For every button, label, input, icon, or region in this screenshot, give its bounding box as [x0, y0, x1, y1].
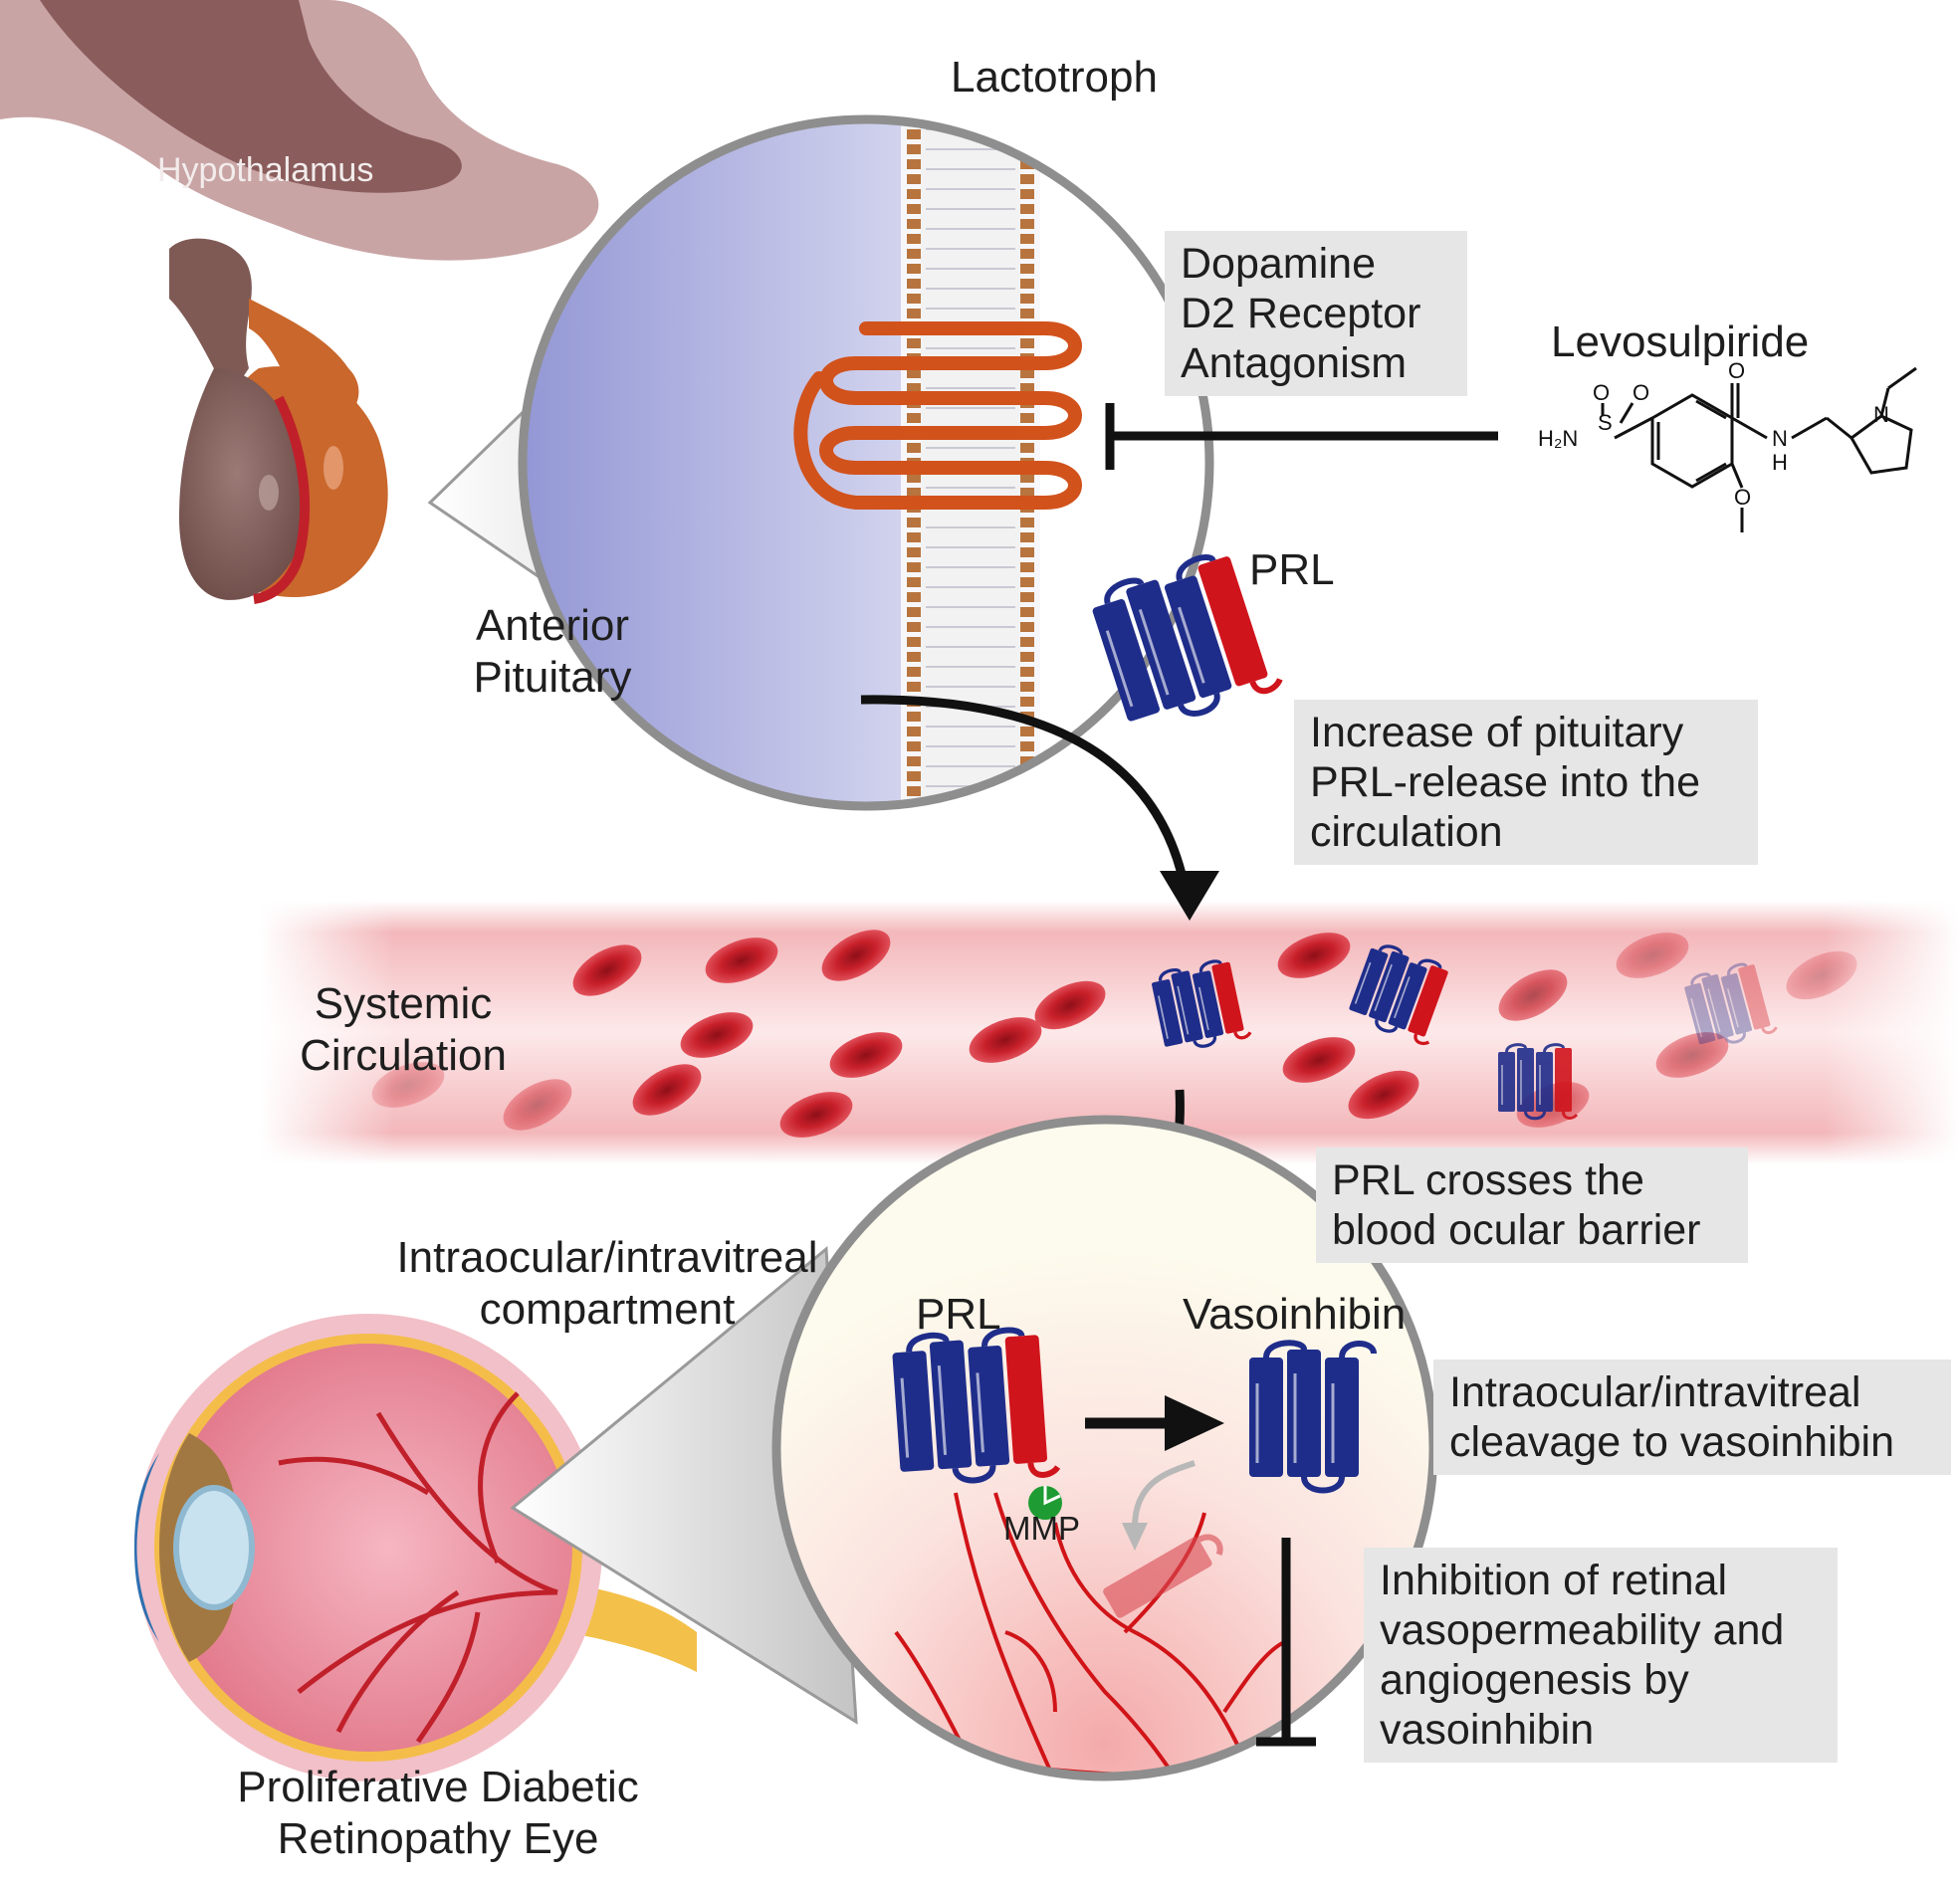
- release-box-line-2: PRL-release into the: [1310, 758, 1700, 806]
- atom-h2n: H₂N: [1538, 426, 1578, 451]
- vasoinhibin-protein: [1249, 1343, 1374, 1490]
- atom-o2: O: [1633, 380, 1649, 405]
- levosulpiride-structure: [1601, 366, 1917, 532]
- intraocular-circle: [771, 1115, 1438, 1781]
- atom-o-methoxy: O: [1734, 485, 1751, 510]
- eye-illustration: [134, 1314, 697, 1781]
- intraocular-compartment-line-1: Intraocular/intravitreal: [396, 1233, 818, 1282]
- hypothalamus-illustration: [0, 0, 599, 604]
- eye-label-line-1: Proliferative Diabetic: [237, 1763, 639, 1811]
- release-box-line-1: Increase of pituitary: [1310, 709, 1684, 756]
- atom-h-amide: H: [1772, 450, 1788, 475]
- cleavage-box: Intraocular/intravitreal cleavage to vas…: [1433, 1360, 1951, 1475]
- d2-receptor: [793, 321, 1082, 510]
- atom-s: S: [1598, 410, 1613, 435]
- d2-antagonism-box: Dopamine D2 Receptor Antagonism: [1165, 231, 1467, 396]
- d2-box-line-1: Dopamine: [1181, 240, 1376, 288]
- barrier-box-line-1: PRL crosses the: [1332, 1156, 1644, 1204]
- barrier-box: PRL crosses the blood ocular barrier: [1316, 1148, 1748, 1263]
- cleavage-box-line-1: Intraocular/intravitreal: [1449, 1368, 1861, 1416]
- levosulpiride-label: Levosulpiride: [1551, 317, 1810, 366]
- anterior-pituitary-line-1: Anterior: [475, 601, 630, 650]
- intraocular-compartment-label: Intraocular/intravitreal compartment: [373, 1232, 841, 1336]
- release-arrowhead: [1160, 871, 1219, 921]
- anterior-pituitary-line-2: Pituitary: [473, 653, 632, 702]
- blood-vessel: [259, 901, 1960, 1164]
- systemic-circulation-line-1: Systemic: [314, 979, 493, 1028]
- atom-o-amide: O: [1728, 358, 1745, 383]
- fragment-arrow: [1132, 1460, 1196, 1529]
- atom-o1: O: [1593, 380, 1610, 405]
- d2-box-line-2: D2 Receptor: [1181, 290, 1421, 337]
- barrier-box-line-2: blood ocular barrier: [1332, 1206, 1701, 1254]
- systemic-circulation-line-2: Circulation: [300, 1031, 507, 1080]
- levosulpiride-inhibition: [1105, 403, 1498, 470]
- inhibition-box-line-2: vasopermeability and: [1380, 1606, 1785, 1654]
- inhibition-box: Inhibition of retinal vasopermeability a…: [1364, 1548, 1838, 1763]
- hypothalamus-label: Hypothalamus: [157, 151, 374, 189]
- atom-n-amide: N: [1772, 426, 1788, 451]
- anterior-pituitary-label: Anterior Pituitary: [453, 600, 652, 704]
- release-box-line-3: circulation: [1310, 808, 1503, 856]
- atom-n-ring: N: [1873, 402, 1889, 427]
- prl-fragment: [1103, 1534, 1223, 1618]
- d2-box-line-3: Antagonism: [1181, 339, 1408, 387]
- prl-label-bottom: PRL: [916, 1290, 1001, 1339]
- inhibition-box-line-1: Inhibition of retinal: [1380, 1557, 1727, 1604]
- inhibition-box-line-4: vasoinhibin: [1380, 1706, 1595, 1754]
- inhibition-box-line-3: angiogenesis by: [1380, 1656, 1689, 1704]
- lactotroph-label: Lactotroph: [951, 53, 1158, 102]
- eye-label: Proliferative Diabetic Retinopathy Eye: [194, 1762, 682, 1865]
- cleavage-box-line-2: cleavage to vasoinhibin: [1449, 1418, 1895, 1466]
- lactotroph-circle: [518, 114, 1214, 922]
- mmp-label: MMP: [1003, 1510, 1080, 1547]
- systemic-circulation-label: Systemic Circulation: [289, 978, 518, 1082]
- vasoinhibin-label: Vasoinhibin: [1183, 1290, 1407, 1339]
- prl-label-top: PRL: [1249, 545, 1335, 594]
- prl-release-box: Increase of pituitary PRL-release into t…: [1294, 700, 1758, 865]
- eye-label-line-2: Retinopathy Eye: [277, 1814, 599, 1863]
- intraocular-compartment-line-2: compartment: [479, 1285, 736, 1334]
